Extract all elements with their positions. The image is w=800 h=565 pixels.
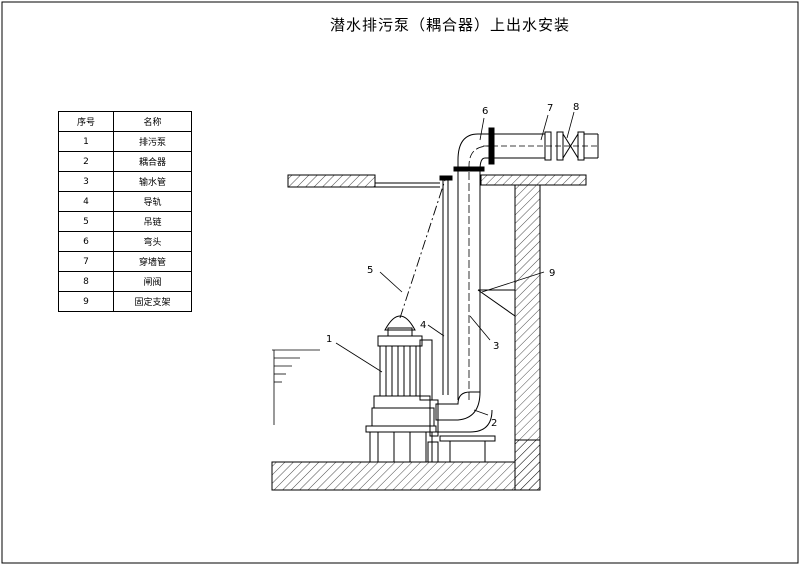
row-no: 9 bbox=[58, 291, 114, 312]
top-slab-left bbox=[287, 174, 376, 188]
table-header-row: 序号 名称 bbox=[58, 111, 192, 132]
water-level bbox=[272, 349, 320, 425]
row-name: 固定支架 bbox=[113, 291, 192, 312]
outlet-pipe bbox=[483, 127, 599, 165]
callout-4: 4 bbox=[420, 320, 426, 331]
drawing-title: 潜水排污泵（耦合器）上出水安装 bbox=[329, 16, 570, 34]
riser-pipe bbox=[453, 133, 492, 400]
callout-labels: 1 2 3 4 5 6 7 8 9 bbox=[326, 102, 579, 429]
top-slab-right bbox=[480, 174, 587, 186]
fixed-bracket bbox=[477, 289, 516, 317]
pit-floor bbox=[271, 439, 541, 491]
sewage-pump bbox=[365, 315, 437, 463]
guide-rail bbox=[439, 175, 453, 395]
callout-leaders bbox=[335, 111, 575, 416]
lifting-chain bbox=[399, 179, 446, 319]
callout-1: 1 bbox=[326, 334, 332, 345]
callout-6: 6 bbox=[482, 106, 488, 117]
callout-8: 8 bbox=[573, 102, 579, 113]
concrete-structure bbox=[271, 174, 587, 491]
callout-2: 2 bbox=[491, 418, 497, 429]
coupler bbox=[427, 391, 496, 463]
callout-5: 5 bbox=[367, 265, 373, 276]
callout-3: 3 bbox=[493, 341, 499, 352]
callout-9: 9 bbox=[549, 268, 555, 279]
callout-7: 7 bbox=[547, 103, 553, 114]
